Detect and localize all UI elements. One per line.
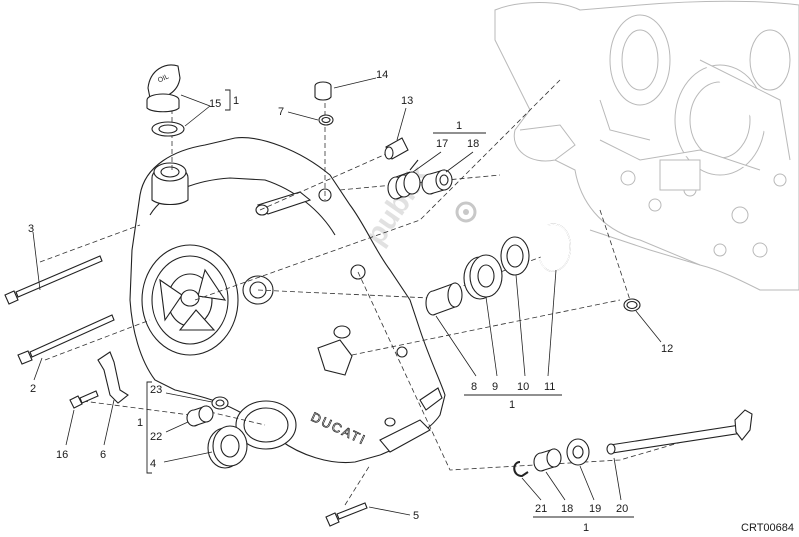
bracket-6: [97, 351, 129, 404]
plug-14: [314, 81, 332, 101]
part-labels: 15 1 14 7 13 1 17 18 3 2 16 6 1 23 22 4 …: [28, 69, 673, 534]
seal-19: [566, 438, 590, 466]
oil-filler-cap: OIL: [146, 64, 181, 113]
label-3: 3: [28, 223, 34, 235]
screw-16: [69, 390, 99, 409]
group-brackets: [146, 89, 634, 518]
label-4: 4: [150, 458, 156, 470]
watermark-gear-icon: [455, 201, 477, 223]
bushing-18-top: [421, 169, 453, 195]
label-22: 22: [150, 431, 162, 443]
label-1-cap: 1: [233, 95, 239, 107]
seal-4: [207, 425, 248, 469]
label-19: 19: [589, 503, 601, 515]
label-1-top: 1: [456, 120, 462, 132]
label-18-top: 18: [467, 138, 479, 150]
label-18-bottom: 18: [561, 503, 573, 515]
bolt-5: [325, 502, 368, 527]
plug-22: [186, 405, 214, 427]
bushing-18-bottom: [533, 448, 562, 472]
spring-17: [387, 159, 421, 200]
bolt-2: [17, 314, 115, 365]
label-11: 11: [544, 381, 555, 393]
label-7: 7: [278, 106, 284, 118]
label-5: 5: [413, 510, 419, 522]
label-2: 2: [30, 383, 36, 395]
label-20: 20: [616, 503, 628, 515]
label-1-mid: 1: [509, 399, 515, 411]
label-23: 23: [150, 384, 162, 396]
label-1-bottom: 1: [583, 522, 589, 534]
label-1-left: 1: [137, 417, 143, 429]
oring-12: [623, 298, 641, 312]
label-12: 12: [661, 343, 673, 355]
label-15: 15: [209, 98, 221, 110]
label-17: 17: [436, 138, 448, 150]
diagram-code: CRT00684: [741, 522, 794, 534]
clutch-cover: [129, 137, 446, 464]
pushrod-shaft-20: [606, 409, 753, 455]
leader-lines: [32, 77, 662, 516]
washer-10: [500, 236, 530, 276]
bolt-3: [4, 255, 103, 305]
label-13: 13: [401, 95, 413, 107]
circlip-11: [539, 223, 571, 272]
oring-7: [318, 114, 334, 126]
label-16: 16: [56, 449, 68, 461]
filler-washer: [151, 121, 185, 137]
bushing-8: [425, 282, 463, 316]
circlip-21: [513, 461, 529, 478]
seal-9: [463, 254, 503, 300]
dowel-13: [384, 137, 409, 160]
washer-23: [211, 396, 229, 410]
label-14: 14: [376, 69, 388, 81]
label-6: 6: [100, 449, 106, 461]
label-9: 9: [492, 381, 498, 393]
oil-cap-text: OIL: [157, 73, 170, 84]
label-10: 10: [517, 381, 529, 393]
crankcase-outline: [494, 0, 799, 291]
label-8: 8: [471, 381, 477, 393]
label-21: 21: [535, 503, 547, 515]
